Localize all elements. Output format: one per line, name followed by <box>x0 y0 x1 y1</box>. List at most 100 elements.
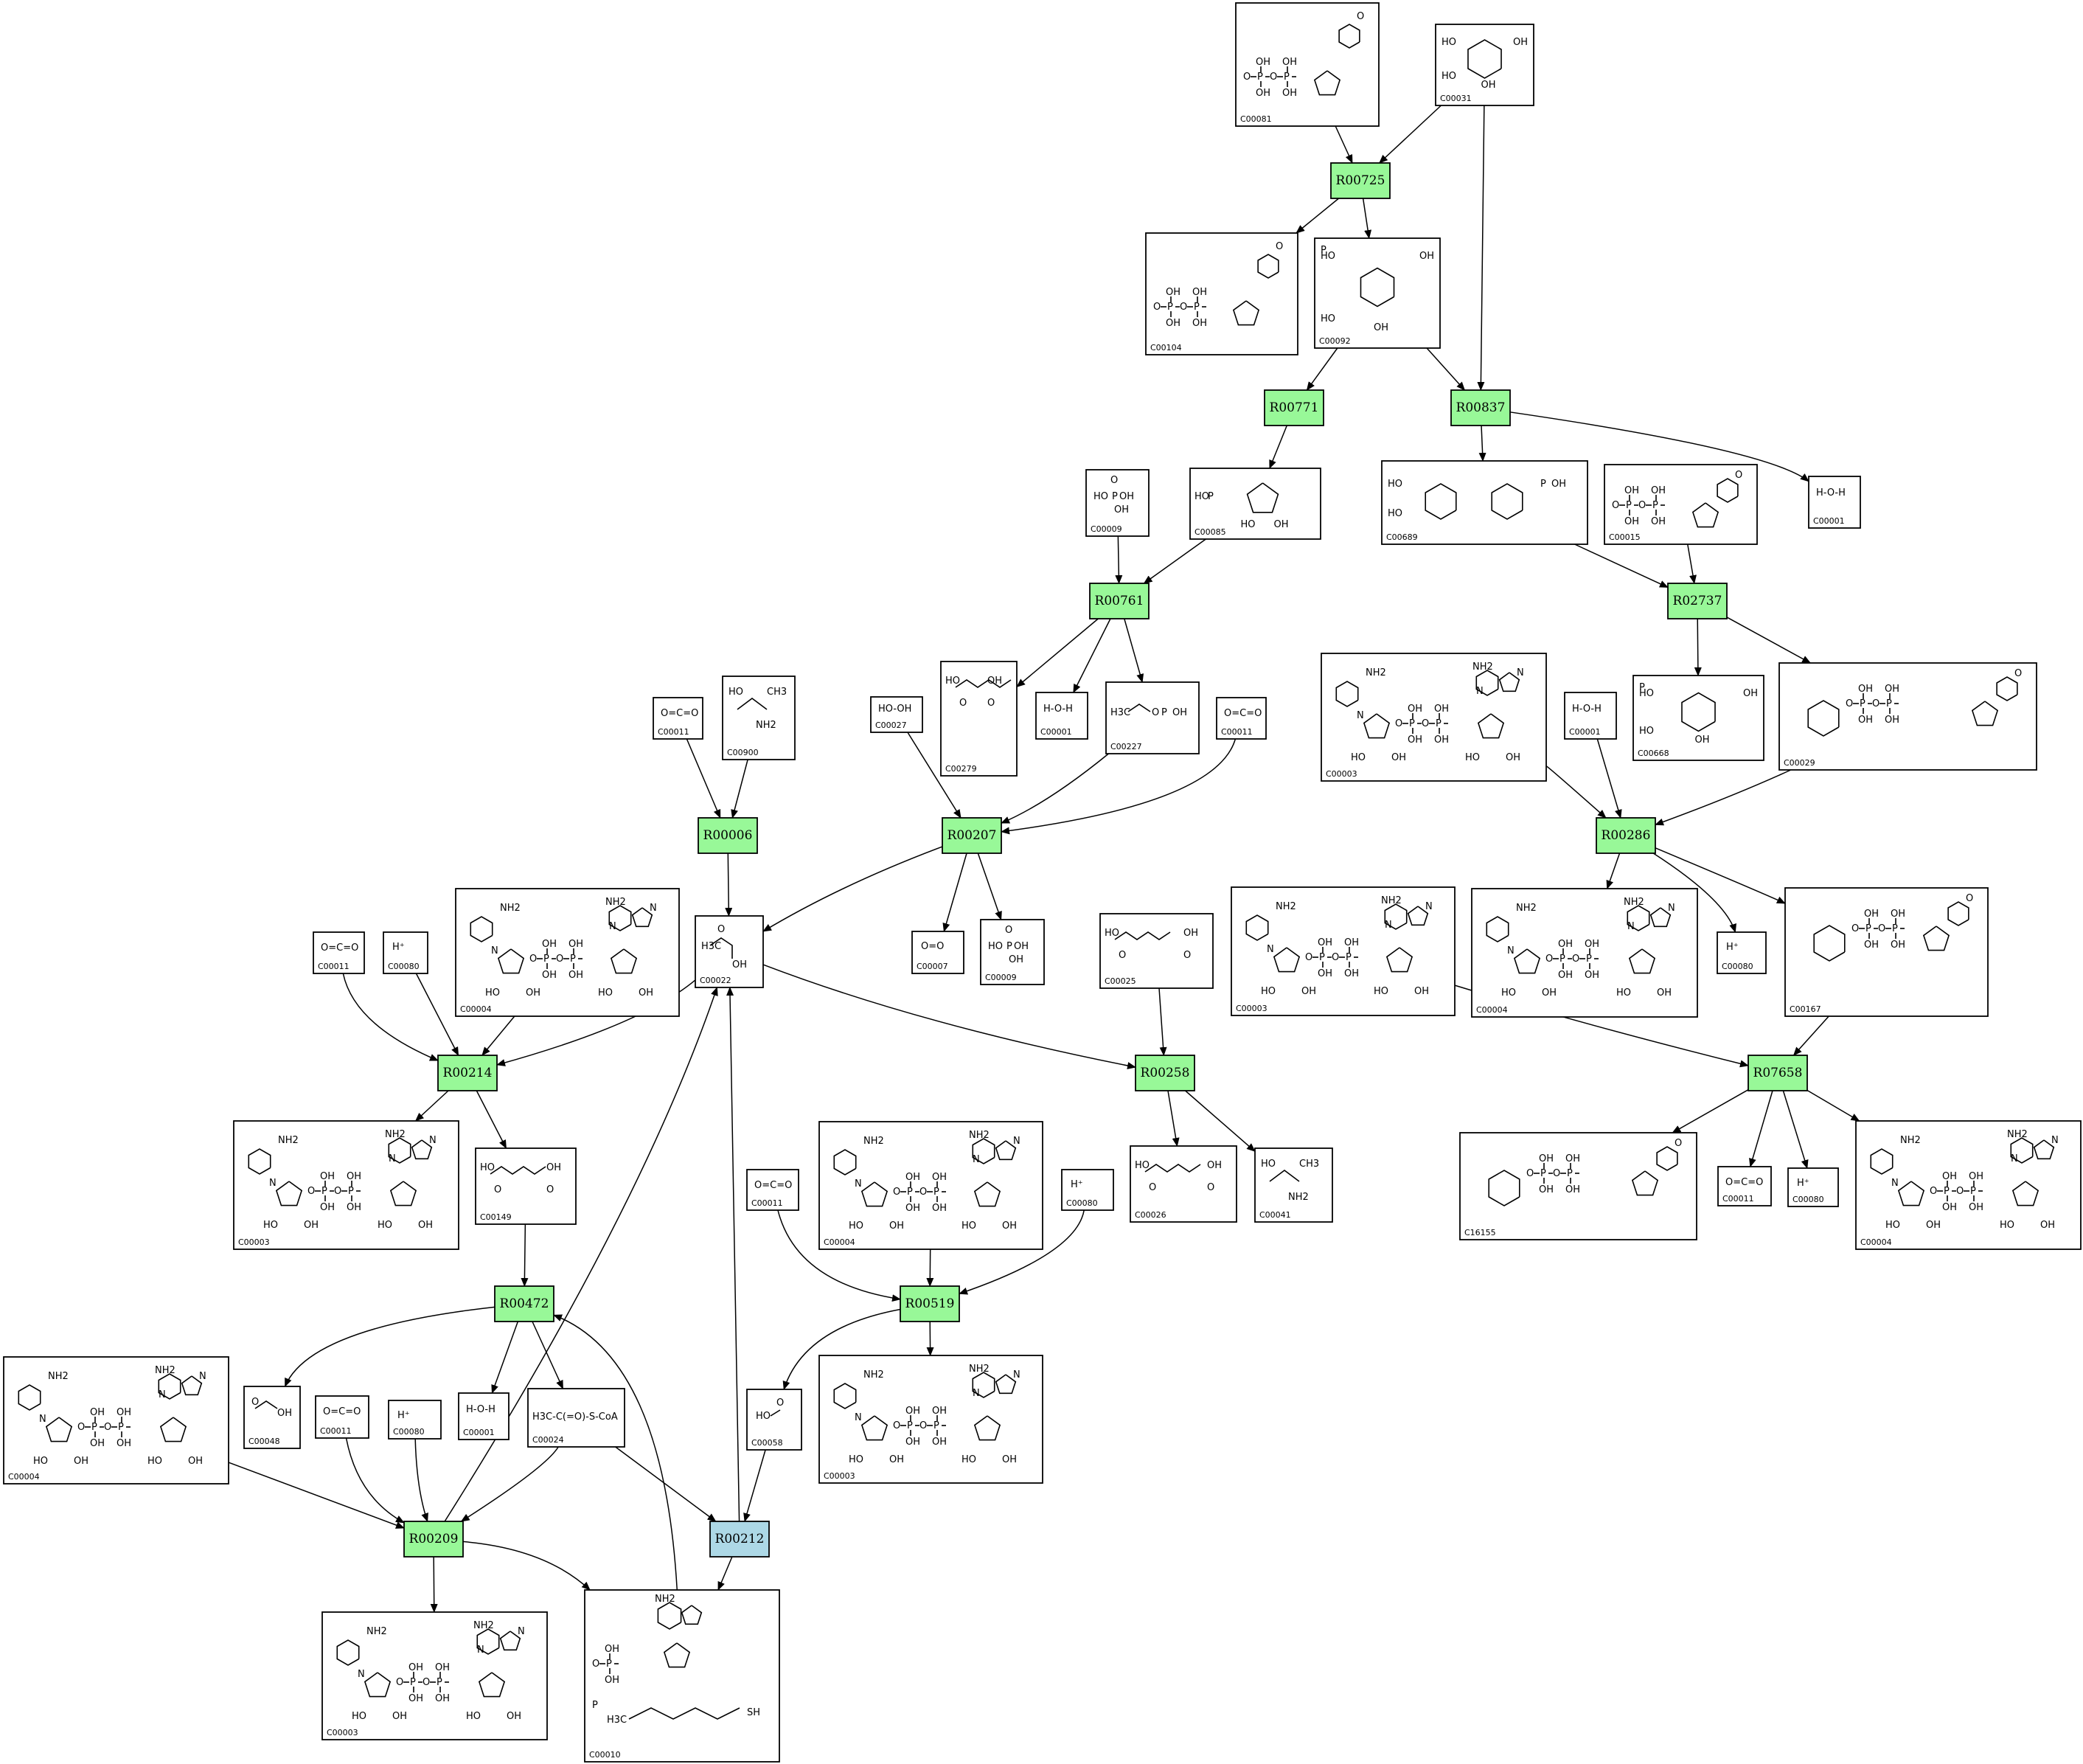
compound-id: C00149 <box>480 1212 512 1222</box>
atom-label: P <box>118 1422 124 1433</box>
atom-label: OH <box>542 939 557 950</box>
structure-water-icon: H-O-H <box>1816 487 1846 499</box>
atom-label: P <box>1540 479 1546 490</box>
atom-label: OH <box>1414 986 1429 997</box>
reaction-R00725[interactable]: R00725 <box>1330 162 1391 199</box>
reaction-R00837[interactable]: R00837 <box>1450 389 1511 426</box>
reaction-R00472[interactable]: R00472 <box>494 1285 554 1322</box>
reaction-R00209[interactable]: R00209 <box>403 1521 464 1558</box>
reaction-R00761[interactable]: R00761 <box>1089 583 1150 619</box>
compound-box <box>1105 681 1200 754</box>
atom-label: O <box>1526 1168 1534 1179</box>
atom-label: OH <box>320 1171 335 1182</box>
atom-label: OH <box>1885 715 1899 726</box>
atom-label: OH <box>1657 987 1672 999</box>
reaction-R00771[interactable]: R00771 <box>1264 389 1324 426</box>
reaction-R00214[interactable]: R00214 <box>437 1055 498 1091</box>
structure-proton-icon: H⁺ <box>397 1410 410 1421</box>
compound-c00080e[interactable]: H⁺ C00080 <box>388 1400 442 1440</box>
atom-label: HO <box>263 1220 278 1231</box>
edge-c00015-to-R02737 <box>1687 544 1697 584</box>
edges-layer <box>228 105 1860 1613</box>
reaction-R07658[interactable]: R07658 <box>1748 1055 1808 1091</box>
compound-c00080c[interactable]: H⁺C00080 <box>1061 1169 1114 1211</box>
compound-box <box>3 1356 229 1485</box>
reaction-label: R00725 <box>1336 173 1385 188</box>
atom-label: N <box>609 921 616 932</box>
compound-id: C00080 <box>393 1427 425 1437</box>
atom-label: N <box>39 1414 46 1425</box>
compound-c00080d[interactable]: H⁺C00080 <box>1787 1167 1839 1207</box>
reaction-R00212[interactable]: R00212 <box>709 1521 770 1558</box>
atom-label: N <box>1476 686 1484 697</box>
atom-label: OH <box>1858 715 1873 726</box>
atom-label: NH2 <box>1900 1135 1921 1146</box>
atom-label: P <box>1860 698 1865 709</box>
compound-c00080a[interactable]: H⁺C00080 <box>383 931 428 974</box>
atom-label: O <box>1207 1182 1214 1193</box>
reaction-R00006[interactable]: R00006 <box>698 817 758 854</box>
atom-label: HO <box>1442 37 1456 48</box>
reaction-R02737[interactable]: R02737 <box>1667 583 1728 619</box>
reaction-R00258[interactable]: R00258 <box>1135 1055 1195 1091</box>
atom-label: OH <box>1419 251 1434 262</box>
atom-label: N <box>1517 667 1524 678</box>
reaction-R00519[interactable]: R00519 <box>900 1285 960 1322</box>
atom-label: HO <box>598 987 613 999</box>
reaction-R00207[interactable]: R00207 <box>942 817 1002 854</box>
compound-box <box>818 1355 1043 1484</box>
reaction-R00286[interactable]: R00286 <box>1596 817 1656 854</box>
compound-c00080b[interactable]: H⁺C00080 <box>1717 931 1767 974</box>
edge-c00689-to-R02737 <box>1574 544 1669 588</box>
